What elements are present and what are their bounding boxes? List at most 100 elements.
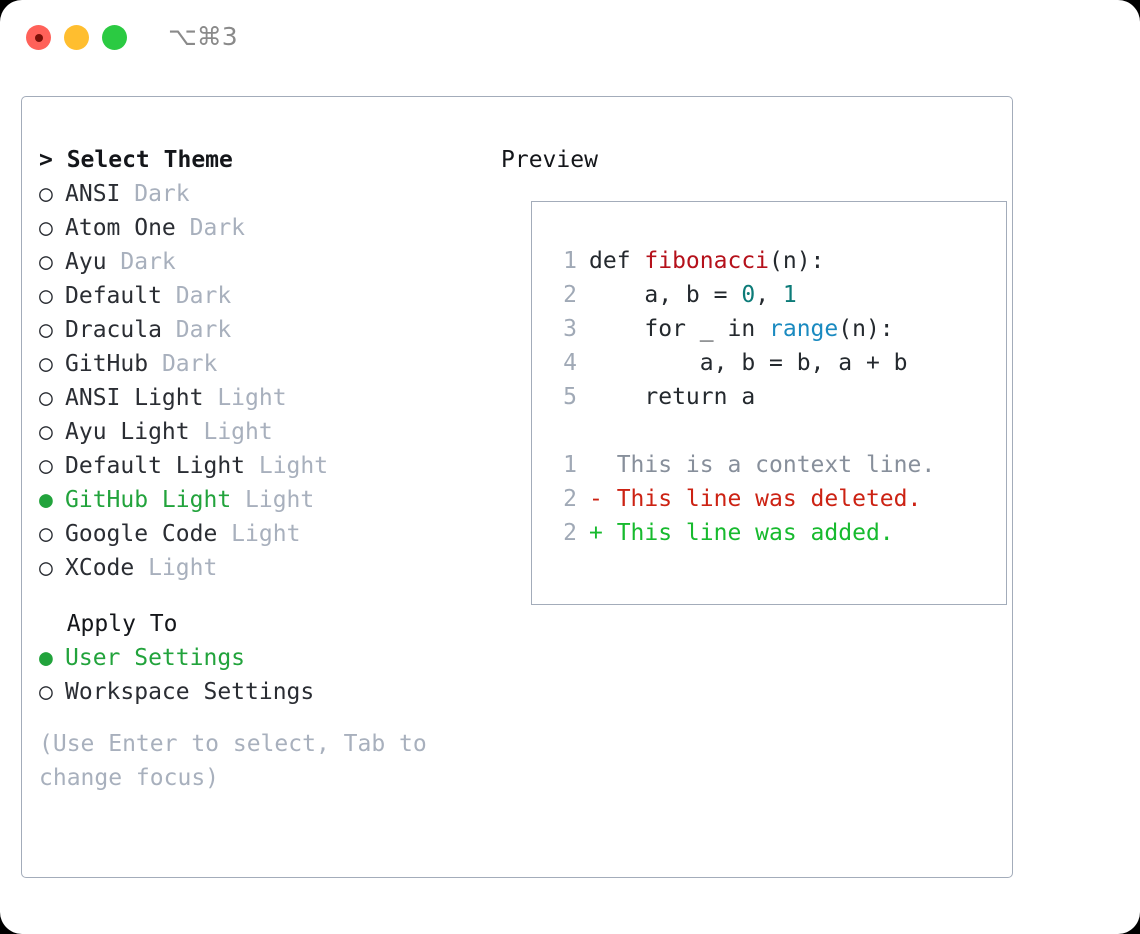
code-token: 0: [741, 282, 756, 308]
theme-variant-tag: Light: [134, 555, 218, 581]
diff-line: 2 + This line was added.: [551, 516, 935, 550]
window-controls: [26, 25, 127, 50]
apply-to-option-list: ● User Settings ○ Workspace Settings: [39, 641, 469, 709]
theme-option-label: Default Light: [65, 453, 246, 479]
code-blank-line: [551, 414, 935, 448]
radio-unselected-icon: ○: [39, 419, 53, 445]
theme-option-label: Default: [65, 283, 162, 309]
theme-option-list: ○ ANSI Dark ○ Atom One Dark ○ Ayu Dark ○ Defaul…: [39, 177, 469, 585]
theme-option-label: GitHub Light: [65, 487, 232, 513]
theme-option-label: Dracula: [65, 317, 162, 343]
code-token: ,: [755, 282, 783, 308]
theme-option-label: GitHub: [65, 351, 149, 377]
theme-option-ansi[interactable]: ○ ANSI Dark: [39, 177, 469, 211]
theme-option-ansi-light[interactable]: ○ ANSI Light Light: [39, 381, 469, 415]
code-token: for _ in: [589, 316, 770, 342]
theme-option-label: Ayu: [65, 249, 107, 275]
radio-unselected-icon: ○: [39, 453, 53, 479]
line-number: 2: [563, 486, 577, 512]
theme-option-label: Atom One: [65, 215, 176, 241]
apply-to-option-workspace-settings[interactable]: ○ Workspace Settings: [39, 675, 469, 709]
code-token: return a: [589, 384, 756, 410]
radio-unselected-icon: ○: [39, 283, 53, 309]
code-line: 2 a, b = 0, 1: [551, 278, 935, 312]
theme-option-default[interactable]: ○ Default Dark: [39, 279, 469, 313]
code-token: (n):: [769, 248, 825, 274]
theme-variant-tag: Dark: [148, 351, 218, 377]
apply-to-option-label: User Settings: [65, 645, 246, 671]
code-line: 3 for _ in range(n):: [551, 312, 935, 346]
line-number: 2: [563, 520, 577, 546]
theme-option-dracula[interactable]: ○Dracula Dark: [39, 313, 469, 347]
code-line: 4 a, b = b, a + b: [551, 346, 935, 380]
code-token: - This line was deleted.: [589, 486, 922, 512]
hint-gap: [39, 709, 469, 727]
radio-unselected-icon: ○: [39, 351, 53, 377]
code-token: a, b =: [589, 282, 742, 308]
code-line: 5 return a: [551, 380, 935, 414]
radio-unselected-icon: ○: [39, 521, 53, 547]
maximize-button-icon[interactable]: [102, 25, 127, 50]
select-theme-header: > Select Theme: [39, 147, 233, 173]
code-token: fibonacci: [644, 248, 770, 274]
theme-option-label: Google Code: [65, 521, 218, 547]
radio-unselected-icon: ○: [39, 679, 53, 705]
radio-unselected-icon: ○: [39, 181, 53, 207]
theme-option-google-code[interactable]: ○ Google Code Light: [39, 517, 469, 551]
theme-variant-tag: Light: [203, 385, 287, 411]
theme-variant-tag: Light: [189, 419, 273, 445]
theme-option-github-light[interactable]: ● GitHub Light Light: [39, 483, 469, 517]
theme-option-atom-one[interactable]: ○Atom One Dark: [39, 211, 469, 245]
line-number: 2: [563, 282, 577, 308]
theme-option-label: ANSI: [65, 181, 121, 207]
code-line: 1 def fibonacci(n):: [551, 244, 935, 278]
title-bar: ⌥⌘3: [0, 0, 1140, 78]
theme-variant-tag: Dark: [161, 283, 232, 309]
theme-variant-tag: Dark: [120, 181, 190, 207]
theme-variant-tag: Light: [231, 487, 315, 513]
code-token: + This line was added.: [589, 520, 894, 546]
keyboard-hint-text: (Use Enter to select, Tab to change focu…: [39, 731, 441, 791]
theme-option-ayu-light[interactable]: ○ Ayu Light Light: [39, 415, 469, 449]
theme-selector-column: > Select Theme ○ANSI Dark○Atom One Dark○…: [39, 143, 469, 795]
theme-option-label: XCode: [65, 555, 135, 581]
theme-option-default-light[interactable]: ○ Default Light Light: [39, 449, 469, 483]
apply-to-header: Apply To: [39, 611, 178, 637]
theme-option-label: ANSI Light: [65, 385, 204, 411]
radio-selected-icon: ●: [39, 487, 53, 513]
diff-line: 1 This is a context line.: [551, 448, 935, 482]
theme-variant-tag: Light: [217, 521, 301, 547]
code-token: (n):: [838, 316, 894, 342]
theme-option-label: Ayu Light: [65, 419, 190, 445]
radio-unselected-icon: ○: [39, 249, 53, 275]
theme-variant-tag: Dark: [106, 249, 176, 275]
code-token: This is a context line.: [589, 452, 936, 478]
theme-option-github[interactable]: ○ GitHub Dark: [39, 347, 469, 381]
apply-to-option-label: Workspace Settings: [65, 679, 315, 705]
line-number: 3: [563, 316, 577, 342]
code-token: def: [589, 248, 645, 274]
code-token: a, b = b, a + b: [589, 350, 908, 376]
code-token: 1: [782, 282, 797, 308]
theme-variant-tag: Light: [245, 453, 329, 479]
theme-variant-tag: Dark: [161, 317, 232, 343]
preview-title: Preview: [501, 147, 598, 173]
apply-to-option-user-settings[interactable]: ● User Settings: [39, 641, 469, 675]
theme-option-xcode[interactable]: ○ XCode Light: [39, 551, 469, 585]
line-number: 5: [563, 384, 577, 410]
line-number: 4: [563, 350, 577, 376]
radio-unselected-icon: ○: [39, 385, 53, 411]
close-button-icon[interactable]: [26, 25, 51, 50]
section-gap: [39, 585, 469, 607]
code-token: range: [769, 316, 839, 342]
radio-unselected-icon: ○: [39, 555, 53, 581]
line-number: 1: [563, 248, 577, 274]
theme-option-ayu[interactable]: ○ Ayu Dark: [39, 245, 469, 279]
radio-unselected-icon: ○: [39, 215, 53, 241]
minimize-button-icon[interactable]: [64, 25, 89, 50]
line-number: 1: [563, 452, 577, 478]
radio-selected-icon: ●: [39, 645, 53, 671]
